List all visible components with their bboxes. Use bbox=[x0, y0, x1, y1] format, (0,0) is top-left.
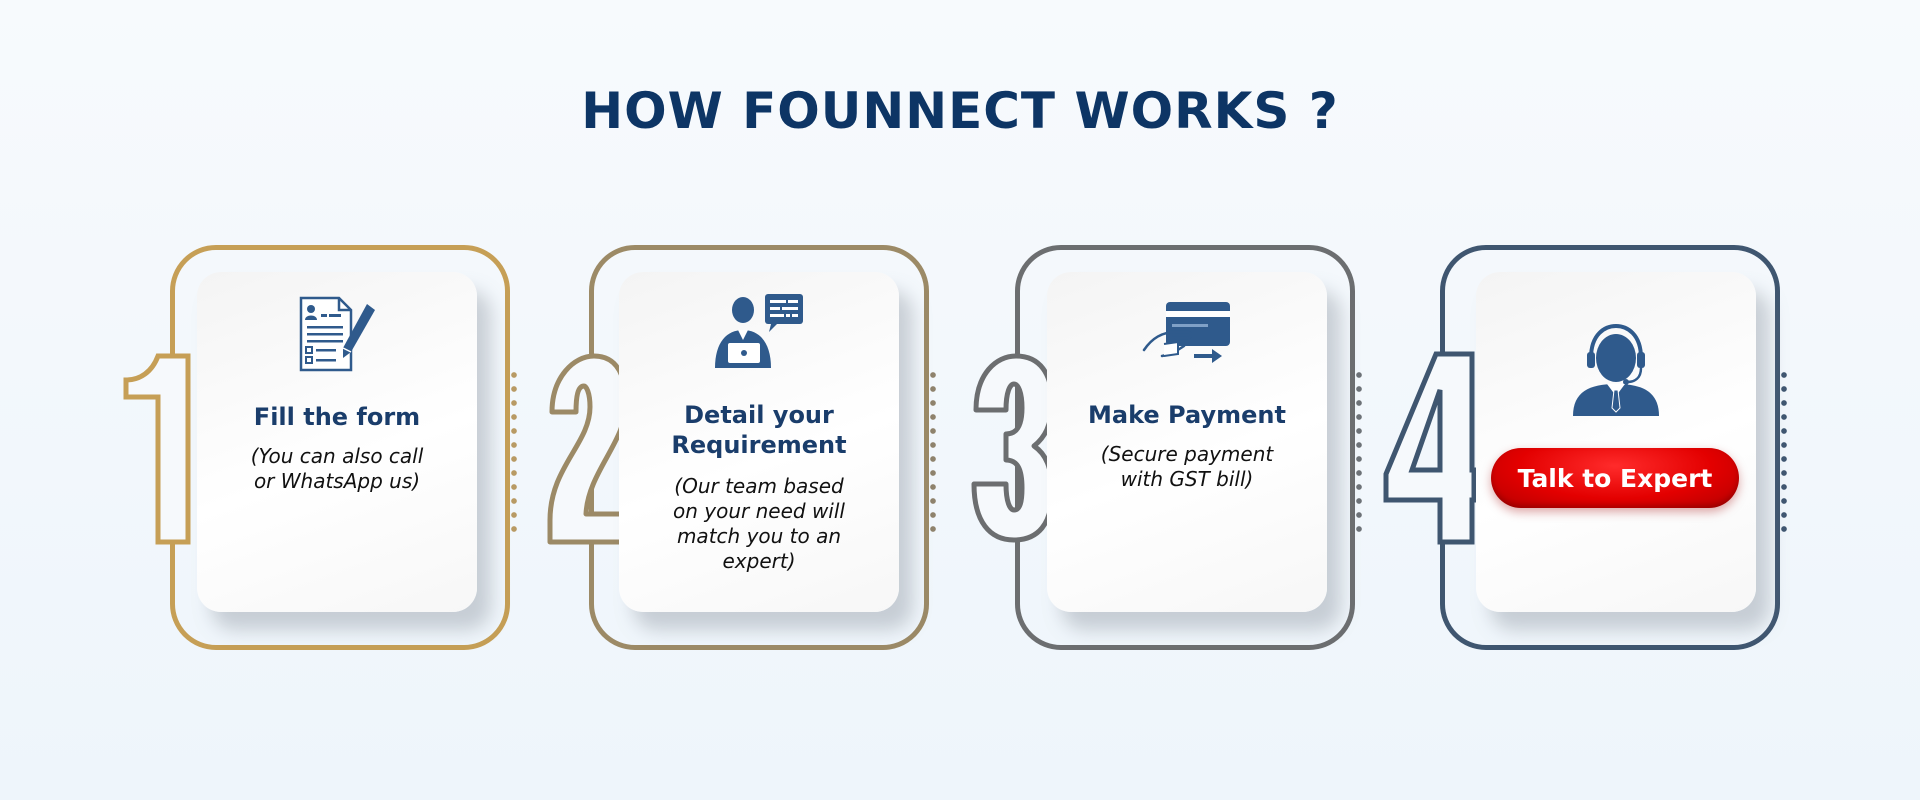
step-3-desc-line: (Secure payment bbox=[1100, 442, 1274, 466]
step-3-description: (Secure payment with GST bill) bbox=[1067, 442, 1307, 492]
step-4-dots bbox=[1781, 368, 1787, 533]
step-3-desc-line: with GST bill) bbox=[1120, 467, 1254, 491]
step-2-title: Detail your Requirement bbox=[629, 400, 889, 460]
step-1-desc-line: or WhatsApp us) bbox=[253, 469, 421, 493]
step-1-desc-line: (You can also call bbox=[250, 444, 424, 468]
card-payment-icon bbox=[1142, 300, 1232, 366]
step-1-description: (You can also call or WhatsApp us) bbox=[217, 444, 457, 494]
step-1-title: Fill the form bbox=[253, 403, 421, 431]
step-2-desc-line: expert) bbox=[722, 549, 796, 573]
step-2-title-line: Requirement bbox=[671, 431, 847, 459]
step-2-title-line: Detail your bbox=[684, 401, 834, 429]
step-3-title: Make Payment bbox=[1088, 401, 1286, 429]
step-4-number bbox=[1383, 350, 1477, 545]
step-2-dots bbox=[930, 368, 936, 533]
step-3-dots bbox=[1356, 368, 1362, 533]
step-4-card: Talk to Expert bbox=[1476, 272, 1756, 612]
step-1-card: Fill the form (You can also call or What… bbox=[197, 272, 477, 612]
expert-laptop-icon bbox=[713, 292, 805, 372]
step-3-number bbox=[971, 352, 1055, 543]
step-1-number bbox=[118, 352, 198, 545]
talk-to-expert-button[interactable]: Talk to Expert bbox=[1491, 448, 1739, 508]
step-2-description: (Our team based on your need will match … bbox=[639, 474, 879, 574]
step-2-desc-line: match you to an bbox=[676, 524, 842, 548]
form-pen-icon bbox=[295, 296, 379, 374]
headset-agent-icon bbox=[1571, 323, 1661, 416]
step-3-card: Make Payment (Secure payment with GST bi… bbox=[1047, 272, 1327, 612]
step-2-card: Detail your Requirement (Our team based … bbox=[619, 272, 899, 612]
step-2-desc-line: (Our team based bbox=[674, 474, 844, 498]
step-2-desc-line: on your need will bbox=[673, 499, 845, 523]
step-1-dots bbox=[511, 368, 517, 533]
step-2-number bbox=[546, 352, 629, 545]
page-title: HOW FOUNNECT WORKS ? bbox=[581, 82, 1339, 140]
